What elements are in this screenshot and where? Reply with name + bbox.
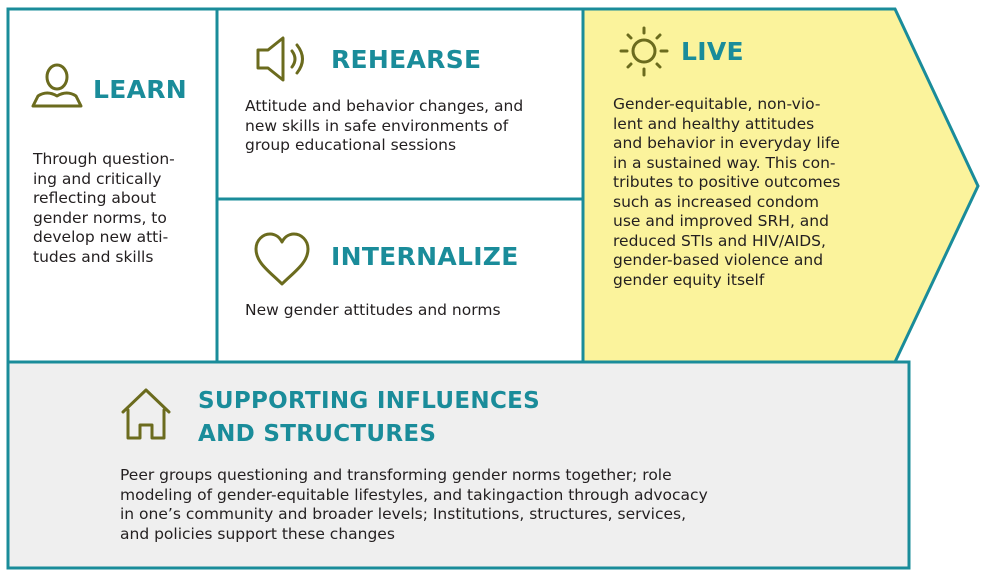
person-icon [31,63,83,108]
speaker-icon [256,36,304,82]
support-text: Peer groups questioning and transforming… [120,466,708,543]
live-text: Gender-equitable, non-vio- lent and heal… [613,95,841,289]
support-title-line2: AND STRUCTURES [198,421,437,447]
rehearse-title: REHEARSE [331,45,482,74]
sun-icon [619,26,669,77]
live-title: LIVE [681,37,744,66]
learn-text: Through question- ing and critically ref… [33,150,175,266]
learn-title: LEARN [93,75,188,104]
rehearse-text: Attitude and behavior changes, and new s… [245,97,524,154]
learn-box-shape [6,7,219,364]
support-box-shape [6,360,911,570]
internalize-text: New gender attitudes and norms [245,301,501,319]
internalize-title: INTERNALIZE [331,242,519,271]
support-title-line1: SUPPORTING INFLUENCES [198,388,541,414]
internalize-box-shape [215,197,585,364]
house-icon [121,388,171,440]
heart-icon [254,232,310,286]
